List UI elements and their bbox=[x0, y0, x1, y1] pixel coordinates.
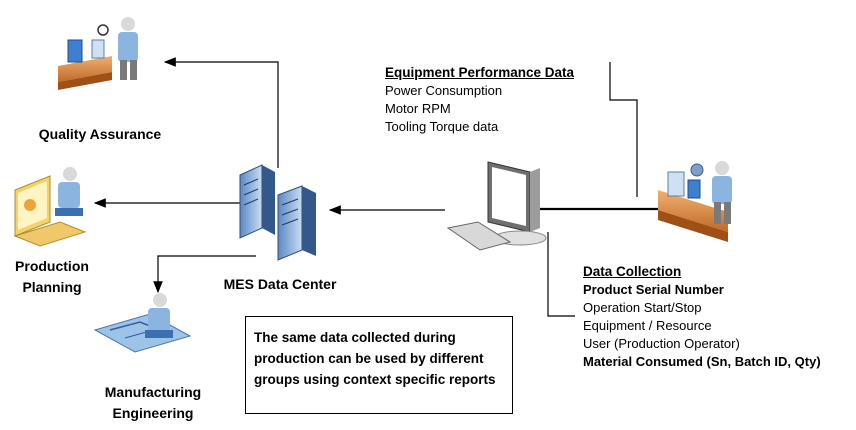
quality-assurance-icon bbox=[58, 17, 138, 90]
production-planning-icon bbox=[13, 167, 87, 247]
label-production-planning-line-2: Planning bbox=[22, 279, 82, 295]
note-line: groups using context specific reports bbox=[254, 372, 496, 387]
computer-icon bbox=[446, 161, 547, 251]
label-quality-assurance: Quality Assurance bbox=[38, 126, 162, 142]
note-line: production can be used by different bbox=[254, 351, 484, 366]
mes-server-icon bbox=[239, 164, 316, 261]
equipment-performance-item: Power Consumption bbox=[385, 83, 503, 98]
label-manufacturing-engineering-line-2: Engineering bbox=[112, 405, 194, 421]
note-box: The same data collected during productio… bbox=[245, 316, 513, 414]
note-line: The same data collected during bbox=[254, 330, 456, 345]
equipment-machine-icon bbox=[658, 161, 732, 242]
equipment-performance-item: Tooling Torque data bbox=[385, 119, 499, 134]
data-collection-heading: Data Collection bbox=[583, 264, 682, 279]
data-collection-item: Equipment / Resource bbox=[583, 318, 712, 333]
connector-lines bbox=[93, 57, 660, 317]
data-collection-item: User (Production Operator) bbox=[583, 336, 740, 351]
data-collection-block: Data Collection Product Serial Number Op… bbox=[583, 263, 821, 371]
label-manufacturing-engineering: Manufacturing Engineering bbox=[88, 382, 218, 424]
label-mes-data-center: MES Data Center bbox=[223, 276, 337, 292]
data-collection-item: Operation Start/Stop bbox=[583, 300, 702, 315]
manufacturing-engineering-icon bbox=[93, 293, 192, 353]
label-production-planning-line-1: Production bbox=[15, 258, 89, 274]
label-manufacturing-engineering-line-1: Manufacturing bbox=[104, 384, 202, 400]
data-collection-item: Product Serial Number bbox=[583, 282, 724, 297]
label-production-planning: Production Planning bbox=[0, 256, 104, 298]
equipment-performance-heading: Equipment Performance Data bbox=[385, 65, 575, 80]
equipment-performance-block: Equipment Performance Data Power Consump… bbox=[385, 64, 574, 136]
data-collection-item: Material Consumed (Sn, Batch ID, Qty) bbox=[583, 354, 821, 369]
equipment-performance-item: Motor RPM bbox=[385, 101, 451, 116]
